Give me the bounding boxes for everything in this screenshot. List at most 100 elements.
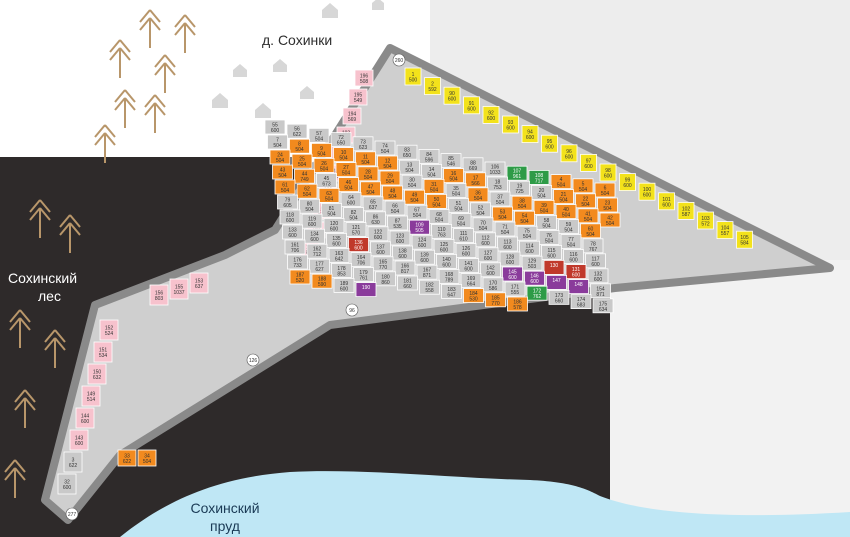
- land-plot-shape[interactable]: [560, 144, 578, 163]
- land-plot-shape[interactable]: [169, 278, 189, 300]
- land-plot-shape[interactable]: [482, 277, 504, 293]
- land-plot-shape[interactable]: [331, 262, 352, 278]
- land-plot-shape[interactable]: [269, 149, 291, 165]
- land-plot-shape[interactable]: [499, 251, 521, 267]
- land-plot-shape[interactable]: [470, 202, 491, 218]
- land-plot-shape[interactable]: [277, 194, 298, 210]
- land-plot-shape[interactable]: [419, 279, 440, 295]
- land-plot-shape[interactable]: [592, 298, 614, 314]
- land-plot-shape[interactable]: [536, 214, 557, 230]
- land-plot-shape[interactable]: [416, 264, 438, 280]
- land-plot-shape[interactable]: [460, 273, 482, 289]
- land-plot-shape[interactable]: [343, 207, 364, 223]
- land-plot-shape[interactable]: [342, 107, 362, 125]
- land-plot-shape[interactable]: [428, 208, 450, 224]
- land-plot-shape[interactable]: [716, 221, 734, 240]
- land-plot-shape[interactable]: [441, 283, 462, 299]
- land-plot-shape[interactable]: [521, 125, 539, 143]
- land-plot-shape[interactable]: [455, 243, 477, 259]
- land-plot-shape[interactable]: [482, 106, 500, 124]
- land-plot-shape[interactable]: [465, 172, 486, 188]
- land-plot-shape[interactable]: [563, 249, 584, 265]
- land-plot-shape[interactable]: [99, 319, 119, 341]
- land-plot-shape[interactable]: [308, 127, 330, 143]
- land-plot-shape[interactable]: [189, 272, 209, 294]
- land-plot-shape[interactable]: [384, 200, 406, 216]
- land-plot-shape[interactable]: [533, 199, 555, 215]
- land-plot-shape[interactable]: [289, 138, 310, 154]
- land-plot-shape[interactable]: [580, 223, 601, 239]
- land-plot-shape[interactable]: [306, 243, 328, 259]
- land-plot-shape[interactable]: [299, 198, 320, 214]
- land-plot-shape[interactable]: [572, 178, 594, 194]
- land-plot-shape[interactable]: [480, 262, 501, 278]
- land-plot-shape[interactable]: [543, 259, 565, 275]
- land-plot-shape[interactable]: [357, 166, 379, 182]
- land-plot-shape[interactable]: [323, 217, 345, 233]
- land-plot-shape[interactable]: [279, 209, 301, 225]
- land-plot-shape[interactable]: [502, 266, 523, 282]
- land-plot-shape[interactable]: [274, 179, 296, 195]
- land-plot-shape[interactable]: [453, 228, 474, 244]
- land-plot-shape[interactable]: [658, 192, 675, 211]
- land-plot-shape[interactable]: [360, 181, 381, 197]
- land-plot-shape[interactable]: [426, 193, 447, 209]
- land-plot-shape[interactable]: [443, 86, 461, 105]
- land-plot-shape[interactable]: [504, 281, 526, 297]
- land-plot-shape[interactable]: [526, 285, 548, 301]
- land-plot-shape[interactable]: [568, 279, 589, 295]
- land-plot-shape[interactable]: [362, 196, 384, 212]
- land-plot-shape[interactable]: [585, 253, 606, 269]
- land-plot-shape[interactable]: [502, 115, 519, 134]
